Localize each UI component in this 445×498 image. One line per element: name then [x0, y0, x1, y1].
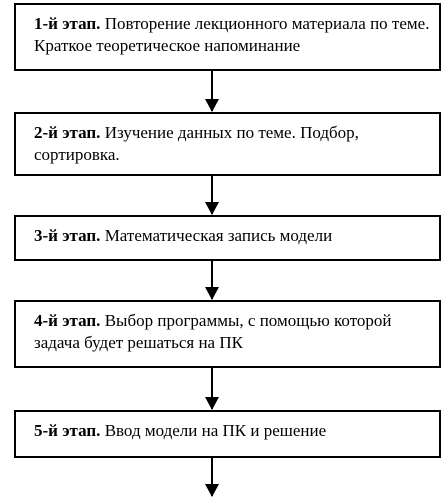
arrow-down-2 — [205, 176, 219, 215]
stage-1-text: Повторение лекционного материала по теме… — [34, 14, 430, 55]
arrow-head-2 — [205, 202, 219, 215]
stage-2-box: 2-й этап. Изучение данных по теме. Подбо… — [14, 112, 441, 176]
arrow-down-5 — [205, 458, 219, 497]
stage-2-text: Изучение данных по теме. Подбор, сортиро… — [34, 123, 359, 164]
arrow-down-3 — [205, 261, 219, 300]
stage-5-text: Ввод модели на ПК и решение — [100, 421, 327, 440]
stage-3-text: Математическая запись модели — [100, 226, 333, 245]
stage-3-box: 3-й этап. Математическая запись модели — [14, 215, 441, 261]
stage-4-box: 4-й этап. Выбор программы, с помощью кот… — [14, 300, 441, 368]
arrow-head-4 — [205, 397, 219, 410]
stage-1-box: 1-й этап. Повторение лекционного материа… — [14, 3, 441, 71]
arrow-head-5 — [205, 484, 219, 497]
stage-2-number: 2-й этап. — [34, 123, 101, 142]
arrow-head-3 — [205, 287, 219, 300]
stage-5-box: 5-й этап. Ввод модели на ПК и решение — [14, 410, 441, 458]
stage-5-number: 5-й этап. — [34, 421, 101, 440]
stage-1-number: 1-й этап. — [34, 14, 101, 33]
stage-4-text: Выбор программы, с помощью которой задач… — [34, 311, 392, 352]
arrow-head-1 — [205, 99, 219, 112]
arrow-down-4 — [205, 368, 219, 410]
arrow-down-1 — [205, 71, 219, 112]
stage-4-number: 4-й этап. — [34, 311, 101, 330]
stage-3-number: 3-й этап. — [34, 226, 101, 245]
